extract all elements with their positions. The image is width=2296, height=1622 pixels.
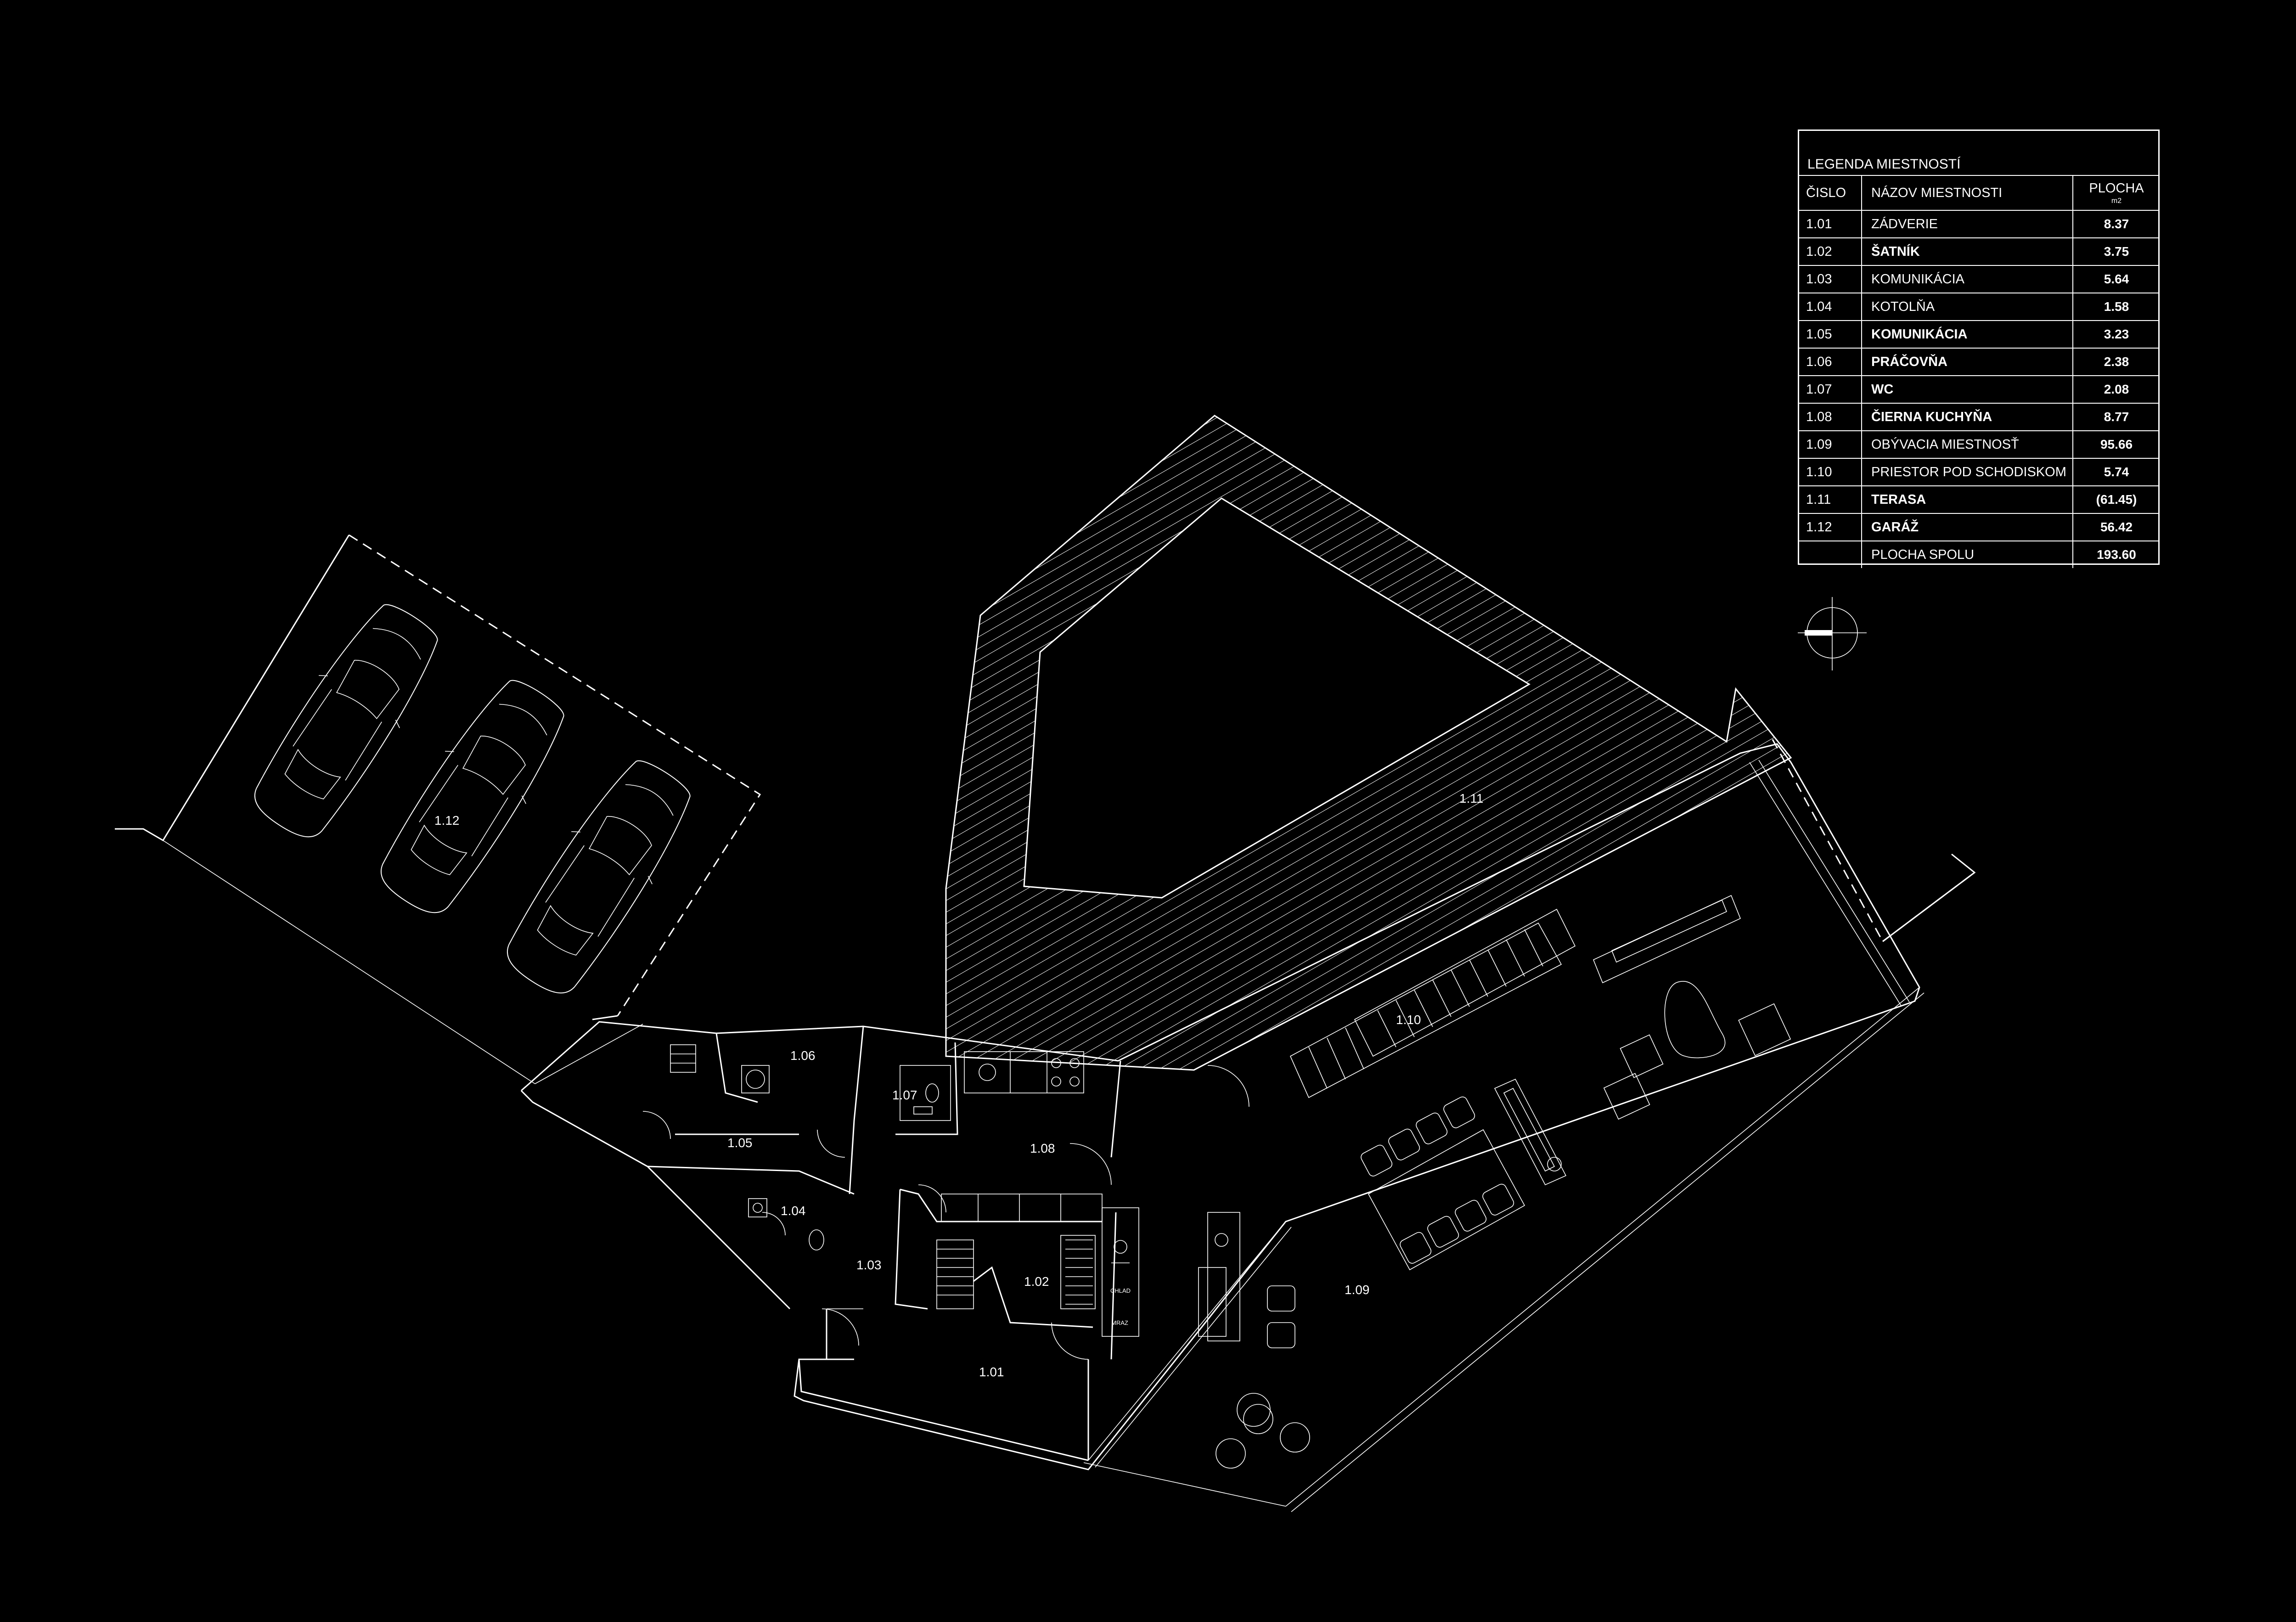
row-name: GARÁŽ bbox=[1862, 513, 2073, 541]
row-name: PRÁČOVŇA bbox=[1862, 348, 2073, 376]
total-label: PLOCHA SPOLU bbox=[1862, 541, 2073, 568]
row-number: 1.06 bbox=[1798, 348, 1862, 376]
toilet-icon bbox=[913, 1083, 939, 1115]
header-name: NÁZOV MIESTNOSTI bbox=[1862, 175, 2073, 210]
room-label-1-04: 1.04 bbox=[781, 1204, 806, 1218]
row-name: KOMUNIKÁCIA bbox=[1862, 320, 2073, 348]
row-area: 95.66 bbox=[2073, 430, 2160, 458]
room-label-1-06: 1.06 bbox=[790, 1048, 816, 1063]
row-number: 1.07 bbox=[1798, 375, 1862, 403]
row-name: WC bbox=[1862, 375, 2073, 403]
row-name: ZÁDVERIE bbox=[1862, 210, 2073, 238]
row-number: 1.09 bbox=[1798, 430, 1862, 458]
fridge-freeze-label: MRAZ bbox=[1111, 1319, 1128, 1326]
row-area: 8.77 bbox=[2073, 403, 2160, 431]
row-number: 1.04 bbox=[1798, 293, 1862, 321]
row-name: OBÝVACIA MIESTNOSŤ bbox=[1862, 430, 2073, 458]
row-area: (61.45) bbox=[2073, 485, 2160, 513]
room-label-1-11: 1.11 bbox=[1459, 791, 1483, 805]
total-empty bbox=[1798, 541, 1862, 568]
staircase bbox=[1289, 908, 1576, 1098]
car-icon bbox=[238, 590, 456, 852]
legend-header-row: ČISLO NÁZOV MIESTNOSTI PLOCHA m2 bbox=[1798, 175, 2160, 210]
washing-machine-icon bbox=[741, 1065, 770, 1093]
total-area: 193.60 bbox=[2073, 541, 2160, 568]
row-name: ČIERNA KUCHYŇA bbox=[1862, 403, 2073, 431]
house-walls: CHLAD MRAZ bbox=[520, 739, 1976, 1512]
row-area: 5.64 bbox=[2073, 265, 2160, 293]
header-number: ČISLO bbox=[1798, 175, 1862, 210]
room-label-1-12: 1.12 bbox=[434, 813, 460, 828]
row-name: KOTOLŇA bbox=[1862, 293, 2073, 321]
row-area: 5.74 bbox=[2073, 458, 2160, 486]
room-label-1-10: 1.10 bbox=[1396, 1013, 1421, 1027]
row-name: PRIESTOR POD SCHODISKOM bbox=[1862, 458, 2073, 486]
row-area: 3.23 bbox=[2073, 320, 2160, 348]
boiler-icon bbox=[748, 1198, 767, 1217]
room-label-1-02: 1.02 bbox=[1024, 1274, 1049, 1289]
north-arrow-icon bbox=[1798, 597, 1867, 670]
room-legend: LEGENDA MIESTNOSTÍ ČISLO NÁZOV MIESTNOST… bbox=[1798, 130, 2160, 568]
room-label-1-09: 1.09 bbox=[1345, 1283, 1370, 1297]
room-label-1-08: 1.08 bbox=[1030, 1141, 1055, 1155]
row-area: 1.58 bbox=[2073, 293, 2160, 321]
header-area-unit: m2 bbox=[2111, 197, 2122, 205]
room-label-1-01: 1.01 bbox=[979, 1365, 1004, 1379]
header-area: PLOCHA m2 bbox=[2073, 175, 2160, 210]
row-number: 1.08 bbox=[1798, 403, 1862, 431]
row-area: 3.75 bbox=[2073, 237, 2160, 265]
fridge-cold-label: CHLAD bbox=[1110, 1287, 1131, 1294]
row-area: 8.37 bbox=[2073, 210, 2160, 238]
row-number: 1.05 bbox=[1798, 320, 1862, 348]
row-number: 1.03 bbox=[1798, 265, 1862, 293]
row-number: 1.11 bbox=[1798, 485, 1862, 513]
row-number: 1.10 bbox=[1798, 458, 1862, 486]
row-number: 1.12 bbox=[1798, 513, 1862, 541]
row-number: 1.02 bbox=[1798, 237, 1862, 265]
room-label-1-07: 1.07 bbox=[892, 1088, 917, 1102]
row-name: KOMUNIKÁCIA bbox=[1862, 265, 2073, 293]
stove-icon bbox=[1114, 1240, 1127, 1254]
stove-icon bbox=[1051, 1058, 1080, 1087]
room-label-1-05: 1.05 bbox=[727, 1136, 753, 1150]
row-name: TERASA bbox=[1862, 485, 2073, 513]
legend-title: LEGENDA MIESTNOSTÍ bbox=[1807, 157, 1961, 172]
garage bbox=[115, 534, 761, 1084]
row-area: 56.42 bbox=[2073, 513, 2160, 541]
terrace bbox=[945, 415, 1792, 1071]
car-icon bbox=[364, 666, 582, 928]
row-name: ŠATNÍK bbox=[1862, 237, 2073, 265]
row-area: 2.38 bbox=[2073, 348, 2160, 376]
header-area-label: PLOCHA bbox=[2089, 180, 2144, 196]
room-label-1-03: 1.03 bbox=[856, 1258, 882, 1272]
row-area: 2.08 bbox=[2073, 375, 2160, 403]
row-number: 1.01 bbox=[1798, 210, 1862, 238]
car-icon bbox=[490, 746, 708, 1008]
